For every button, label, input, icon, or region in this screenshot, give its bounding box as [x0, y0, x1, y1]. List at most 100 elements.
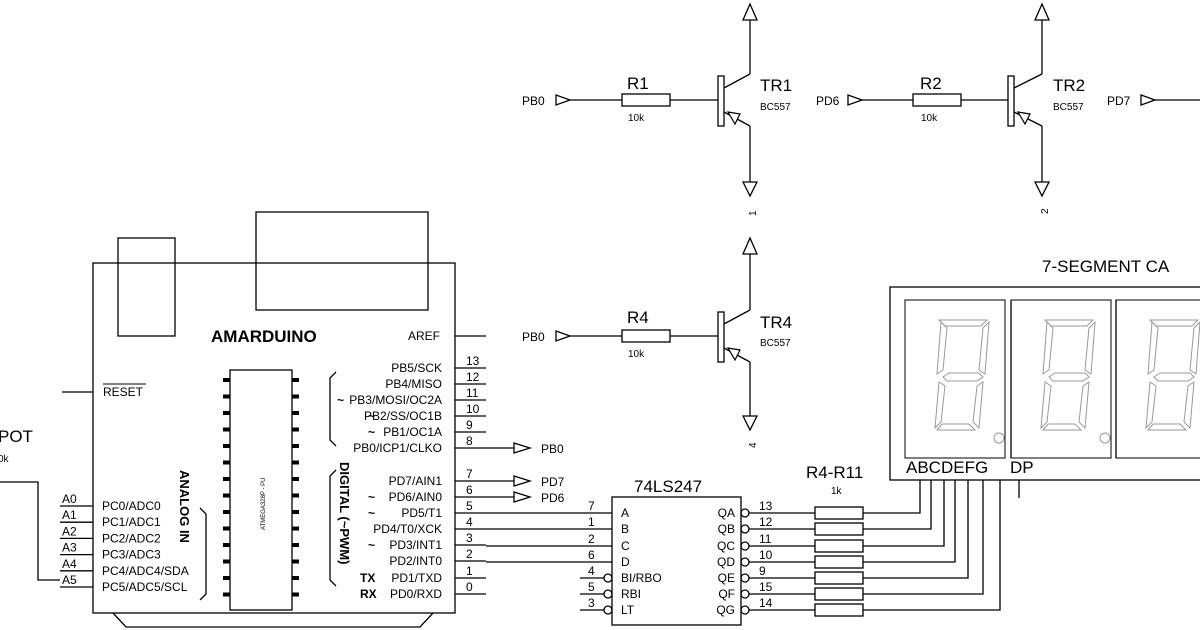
digital-pin-name: PB4/MISO — [385, 377, 442, 391]
digital-bracket-upper — [329, 371, 337, 447]
digit-frame — [1010, 299, 1112, 459]
digital-pin-mark: RX — [360, 587, 377, 601]
ground-arrow-icon — [1033, 181, 1051, 198]
analog-pin-name: PC0/ADC0 — [102, 499, 161, 513]
port-label: PD7 — [1107, 94, 1131, 108]
inverter-bubble — [603, 605, 613, 615]
resistor-r2[interactable] — [912, 93, 962, 107]
resistor-name: R1 — [627, 74, 649, 93]
chip-pin — [223, 493, 230, 498]
port-arrow-pd6 — [513, 491, 533, 503]
input-port-arrow — [555, 94, 572, 106]
reset-label: RESET — [103, 385, 144, 399]
chip-pin — [292, 510, 299, 514]
chip-pin — [292, 427, 299, 432]
decimal-point — [993, 432, 1005, 444]
segment — [1043, 319, 1095, 327]
decoder-pin-number: 14 — [759, 596, 773, 610]
analog-pin-outer: A2 — [62, 524, 77, 538]
output-bubble — [740, 573, 750, 583]
segment — [937, 319, 989, 327]
chip-pin — [223, 526, 230, 531]
supply-arrow-icon — [1034, 2, 1050, 21]
decoder-pin-number: 10 — [759, 548, 773, 562]
output-bubble — [740, 589, 750, 599]
chip-pin — [223, 477, 230, 481]
input-port-arrow — [1140, 94, 1157, 106]
board-outline[interactable] — [92, 262, 456, 614]
chip-pin — [223, 378, 230, 382]
digit-frame — [904, 299, 1006, 459]
array-resistor[interactable] — [814, 587, 864, 601]
port-arrow-pd7 — [513, 475, 533, 487]
segment — [1042, 320, 1054, 375]
display-body[interactable] — [889, 286, 1200, 481]
transistor-base-bar[interactable] — [1007, 75, 1015, 127]
decoder-pin-number: 6 — [588, 548, 595, 562]
analog-pin-outer: A3 — [62, 541, 77, 555]
potentiometer: POT 0k — [0, 427, 60, 581]
out-port-label: PB0 — [541, 442, 564, 456]
output-bubble — [740, 605, 750, 615]
chip-pin — [292, 576, 299, 580]
digital-bracket-lower — [329, 469, 337, 587]
resistor-array: R4-R11 1k — [806, 463, 1001, 617]
chip-pin — [292, 543, 299, 547]
decoder-pin-number: 9 — [759, 564, 766, 578]
array-resistor[interactable] — [814, 571, 864, 585]
supply-arrow-icon — [742, 2, 758, 21]
transistor-name: TR2 — [1053, 76, 1085, 95]
digital-pin-number: 1 — [466, 564, 473, 578]
resistor-r4[interactable] — [621, 329, 671, 343]
segment — [934, 381, 946, 430]
digit-segments — [1145, 319, 1200, 431]
decoder-pin-label: QG — [716, 603, 735, 617]
digital-pin-name: PD6/AIN0 — [389, 490, 443, 504]
resistor-array-value: 1k — [831, 486, 843, 497]
resistor-r1[interactable] — [621, 93, 671, 107]
arduino-board: AMARDUINO AREF RESET ATMEGA328P - PU ANA… — [60, 211, 565, 628]
chip-pin — [223, 411, 230, 415]
segment — [1183, 381, 1195, 430]
ground-arrow-icon — [741, 181, 759, 198]
decoder-pin-number: 13 — [759, 499, 773, 513]
resistor-value: 10k — [921, 113, 938, 124]
array-resistor[interactable] — [814, 539, 864, 553]
dp-label: DP — [1010, 458, 1034, 477]
segment — [972, 381, 984, 430]
seven-segment-display: 7-SEGMENT CA ABCDEFG DP — [889, 257, 1200, 498]
segment-wire — [863, 480, 932, 530]
chip-pin — [292, 444, 299, 448]
array-resistor[interactable] — [814, 506, 864, 520]
array-resistor[interactable] — [814, 555, 864, 569]
decoder-pin-label: A — [621, 506, 629, 520]
segment — [1048, 372, 1090, 382]
digital-pin-name: PD2/INT0 — [389, 554, 442, 568]
digital-pin-mark: ~ — [368, 425, 375, 439]
segment-wire — [863, 480, 969, 579]
transistor-base-bar[interactable] — [717, 75, 725, 127]
digital-pin-name: PD0/RXD — [390, 587, 442, 601]
output-bubble — [740, 508, 750, 518]
resistor-array-name: R4-R11 — [806, 463, 863, 482]
chip-body[interactable] — [229, 369, 293, 611]
decoder-pin-label: LT — [621, 603, 635, 617]
display-name: 7-SEGMENT CA — [1042, 257, 1170, 276]
decoder-pin-number: 5 — [588, 580, 595, 594]
segment — [935, 423, 977, 431]
inverter-bubble — [603, 573, 613, 583]
board-bottom-tab — [112, 612, 434, 628]
digital-pin-mark: ~ — [368, 490, 375, 504]
output-bubble — [740, 524, 750, 534]
array-resistor[interactable] — [814, 603, 864, 617]
transistor-base-bar[interactable] — [717, 311, 725, 363]
decoder-pin-number: 1 — [588, 515, 595, 529]
digital-pin-mark: TX — [360, 571, 375, 585]
decimal-point — [1099, 432, 1111, 444]
array-resistor[interactable] — [814, 522, 864, 536]
chip-pin — [223, 576, 230, 580]
digital-pin-name: PD5/T1 — [401, 506, 442, 520]
analog-pin-outer: A4 — [62, 557, 77, 571]
